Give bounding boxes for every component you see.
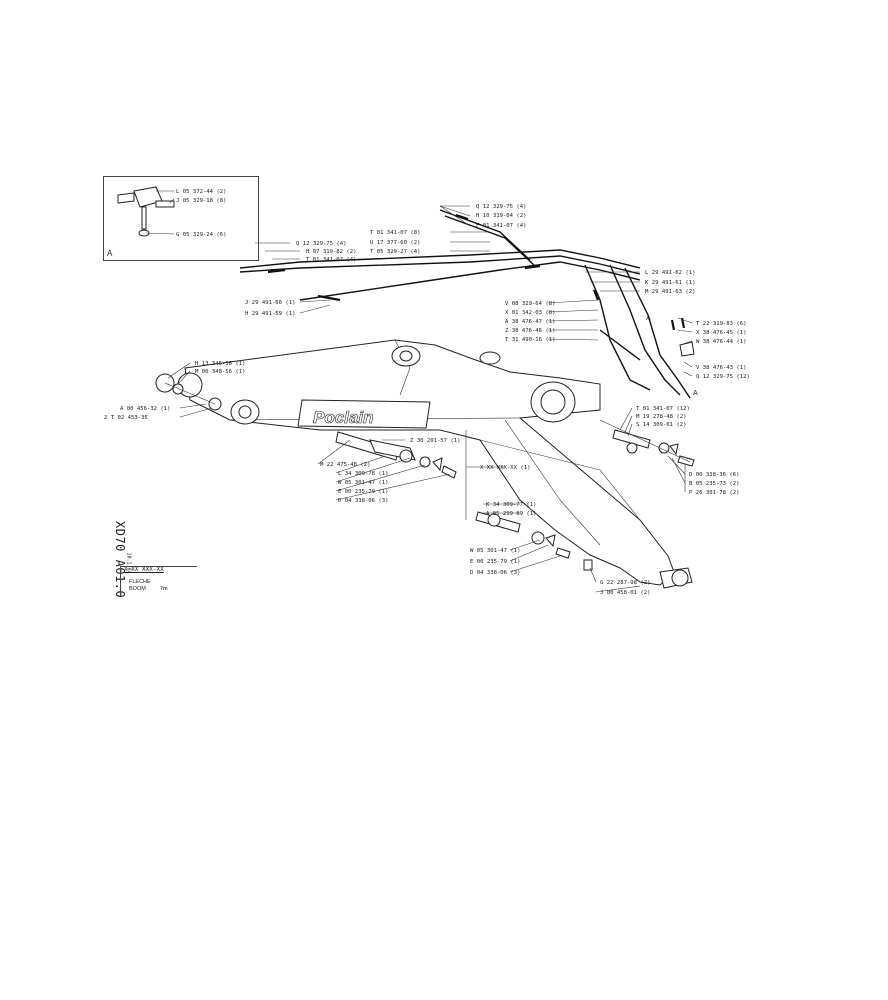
callout-label: A 00 456-32 (1) (120, 406, 171, 412)
callout-label: G 22 287-98 (2) (600, 580, 651, 586)
boom-body (177, 339, 693, 589)
callout-label: J 00 458-01 (2) (600, 590, 651, 596)
hydraulic-lines (239, 209, 695, 399)
callout-label: V 38 476-43 (1) (696, 365, 747, 371)
callout-label: W 38 476-44 (1) (696, 339, 747, 345)
left-pin-assembly (155, 373, 222, 411)
callout-label: M 22 475-48 (2) (320, 462, 371, 468)
callout-label: Q 12 329-75 (4) (296, 241, 347, 247)
callout-label: D 04 338-06 (3) (470, 570, 521, 576)
callout-label: Q 12 329-75 (12) (696, 374, 750, 380)
callout-label: H 07 319-82 (2) (306, 249, 357, 255)
right-pin-assembly (599, 419, 695, 467)
callout-label: K 34 309-77 (1) (486, 502, 537, 508)
callout-label: B 05 235-73 (2) (689, 481, 740, 487)
callout-label: T 01 341-07 (12) (636, 406, 690, 412)
title-box (120, 566, 197, 596)
callout-label: D 04 338-06 (3) (338, 498, 389, 504)
part-size: 7m (160, 586, 168, 592)
callout-label: J 29 491-60 (1) (245, 300, 296, 306)
detail-inset: L 05 372-44 (2) J 05 329-18 (8) G 05 329… (103, 176, 259, 261)
callout-label: W 05 301-47 (1) (470, 548, 521, 554)
callout-label: P 26 301-78 (2) (689, 490, 740, 496)
section-mark: A (693, 390, 698, 397)
callout-label: Q 12 329-75 (4) (476, 204, 527, 210)
callout-label: A 05 299 89 (1) (486, 511, 537, 517)
callout-label: M 29 491-63 (2) (645, 289, 696, 295)
callout-label: T 22 319-83 (6) (696, 321, 747, 327)
title-block: XD70 A01.0 10.1.84 X XX XXX-XX FLECHE BO… (100, 521, 197, 598)
leader-lines (167, 205, 693, 593)
callout-label: T 01 341-07 (4) (306, 257, 357, 263)
part-name-en: BOOM (129, 586, 146, 592)
part-name-fr: FLECHE (129, 579, 151, 585)
drawing-reference: X XX XXX-XX (124, 566, 164, 573)
inset-label: J 05 329-18 (8) (176, 198, 227, 204)
inset-label: L 05 372-44 (2) (176, 189, 227, 195)
center-pin-assembly (335, 431, 457, 479)
callout-label: U 17 377-60 (2) (370, 240, 421, 246)
callout-label: D 00 338-36 (6) (689, 472, 740, 478)
callout-label: E 00 235-79 (1) (470, 559, 521, 565)
callout-label: H 10 319-04 (2) (476, 213, 527, 219)
boom-part-label: X XX XXX-XX (1) (480, 465, 531, 471)
callout-label: F 01 341-07 (4) (476, 223, 527, 229)
callout-label: E 00 235-79 (1) (338, 489, 389, 495)
inset-section-mark: A (107, 249, 113, 258)
inset-label: G 05 329-24 (6) (176, 232, 227, 238)
lower-pin-assembly (465, 430, 593, 571)
brand-logo: Poclain (313, 408, 373, 427)
callout-label: T 05 329-27 (4) (370, 249, 421, 255)
callout-label: M 00 348-56 (1) (195, 369, 246, 375)
callout-label: W 05 301-47 (1) (338, 480, 389, 486)
inset-drawing: L 05 372-44 (2) J 05 329-18 (8) G 05 329… (117, 186, 227, 238)
callout-label: H 13 345-36 (1) (195, 361, 246, 367)
callout-label: 2 T 02 453-35 (104, 415, 148, 421)
callout-label: S 14 309-61 (2) (636, 422, 687, 428)
callout-label: Z 38 476-46 (1) (505, 328, 556, 334)
section-mark: A (646, 315, 651, 322)
callout-label: T 31 490-16 (1) (505, 337, 556, 343)
callout-labels: Q 12 329-75 (4) H 10 319-04 (2) F 01 341… (104, 204, 750, 596)
callout-label: T 01 341-07 (8) (370, 230, 421, 236)
callout-label: V 08 329-64 (8) (505, 301, 556, 307)
callout-label: A 38 476-47 (1) (505, 319, 556, 325)
callout-label: X 38 476-45 (1) (696, 330, 747, 336)
callout-label: X 01 342-03 (8) (505, 310, 556, 316)
callout-label: M 19 278-48 (2) (636, 414, 687, 420)
callout-label: Z 30 201-57 (1) (410, 438, 461, 444)
callout-label: K 29 491-61 (1) (645, 280, 696, 286)
callout-label: H 29 491-59 (1) (245, 311, 296, 317)
callout-label: L 34 309-78 (1) (338, 471, 389, 477)
callout-label: L 29 491-62 (1) (645, 270, 696, 276)
